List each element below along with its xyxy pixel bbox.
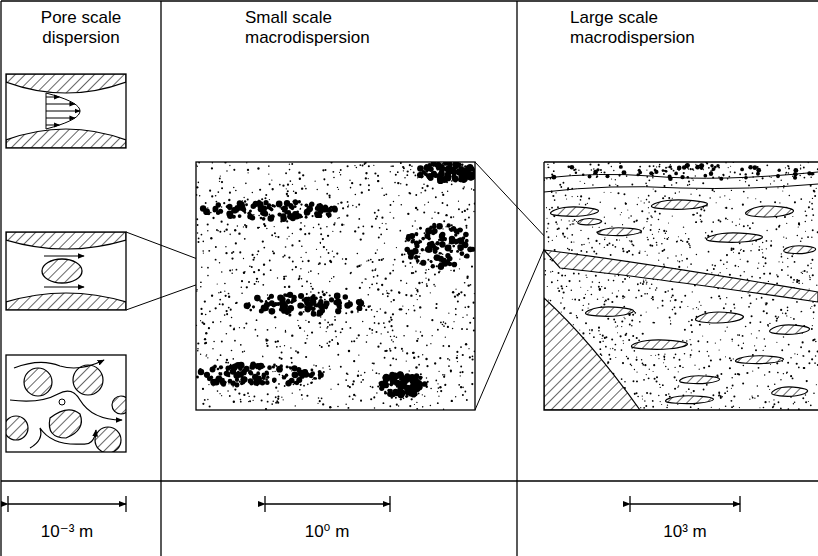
grain-texture bbox=[196, 162, 475, 410]
scale-label: 10⁻³ m bbox=[17, 522, 117, 542]
pore-box bbox=[6, 74, 126, 148]
column-heading: Large scale macrodispersion bbox=[570, 8, 720, 48]
column-heading: Pore scale dispersion bbox=[26, 8, 136, 48]
scale-label: 10³ m bbox=[635, 522, 735, 542]
pore-obstacle bbox=[6, 232, 126, 310]
zoom-lines bbox=[126, 162, 548, 410]
pore-box bbox=[6, 232, 126, 310]
scale-bars bbox=[8, 496, 740, 512]
pore-box bbox=[6, 355, 126, 452]
small-scale-box bbox=[196, 162, 475, 410]
pore-throat-profile bbox=[6, 74, 126, 148]
large-scale-box bbox=[544, 162, 818, 410]
small-scale-ground bbox=[196, 162, 475, 410]
column-heading: Small scale macrodispersion bbox=[245, 8, 395, 48]
scale-label: 10⁰ m bbox=[277, 522, 377, 542]
pore-network bbox=[6, 355, 126, 452]
aquifer-layers bbox=[544, 162, 818, 410]
large-scale-ground bbox=[544, 162, 818, 410]
